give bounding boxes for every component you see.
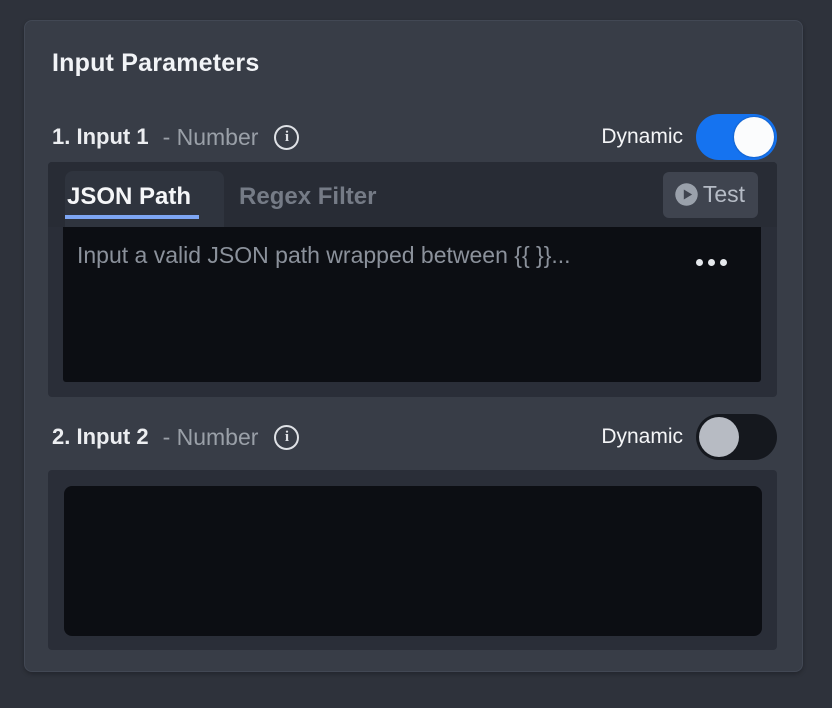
tab-regex-filter-label: Regex Filter	[239, 183, 377, 210]
param-type: - Number	[162, 123, 259, 150]
dynamic-label: Dynamic	[601, 425, 683, 448]
info-icon-glyph: i	[284, 428, 289, 445]
ellipsis-icon[interactable]	[692, 255, 731, 270]
ellipsis-dot	[720, 259, 727, 266]
input-2-editor-wrap	[64, 470, 762, 636]
param-header-input-1: 1. Input 1 - Number i Dynamic	[48, 114, 777, 160]
test-button[interactable]: Test	[662, 171, 758, 218]
json-path-input[interactable]	[63, 227, 761, 382]
input-2-group	[48, 470, 777, 650]
toggle-knob	[699, 417, 739, 457]
info-icon[interactable]: i	[274, 124, 300, 150]
info-icon[interactable]: i	[274, 424, 300, 450]
param-label: 1. Input 1	[52, 124, 149, 149]
tab-regex-filter[interactable]: Regex Filter	[224, 171, 376, 227]
input-parameters-panel: Input Parameters 1. Input 1 - Number i D…	[24, 20, 803, 672]
panel-title: Input Parameters	[52, 49, 260, 77]
input-1-tabstrip: JSON Path Regex Filter Test	[48, 162, 777, 227]
ellipsis-dot	[708, 259, 715, 266]
test-button-label: Test	[702, 181, 745, 207]
param-type: - Number	[162, 423, 259, 450]
tab-json-path-label: JSON Path	[65, 184, 200, 219]
dynamic-toggle-input-1[interactable]	[696, 114, 777, 160]
param-header-input-2: 2. Input 2 - Number i Dynamic	[48, 414, 777, 460]
param-label: 2. Input 2	[52, 424, 149, 449]
info-icon-glyph: i	[284, 128, 289, 145]
dynamic-control: Dynamic	[601, 414, 777, 460]
dynamic-label: Dynamic	[601, 125, 683, 148]
dynamic-control: Dynamic	[601, 114, 777, 160]
json-path-editor-wrap	[63, 227, 761, 382]
dynamic-toggle-input-2[interactable]	[696, 414, 777, 460]
toggle-knob	[734, 117, 774, 157]
input-2-value-input[interactable]	[64, 486, 762, 636]
tab-json-path[interactable]: JSON Path	[65, 171, 225, 227]
ellipsis-dot	[696, 259, 703, 266]
play-circle-icon	[675, 183, 698, 206]
input-1-group: JSON Path Regex Filter Test	[48, 162, 777, 397]
